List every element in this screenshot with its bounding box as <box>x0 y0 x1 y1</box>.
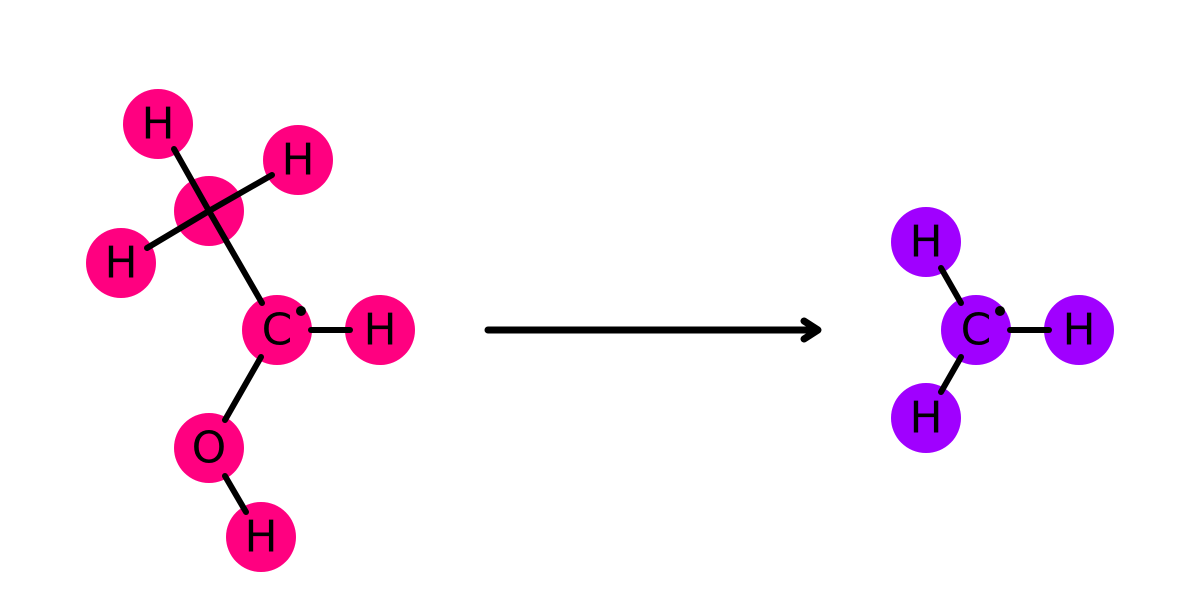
reactant-atom-h-c <box>345 295 415 365</box>
reactant-bond-cmethyl-htop <box>171 146 212 214</box>
reactant-atom-h-right <box>263 125 333 195</box>
reactant-atom-h-o <box>226 502 296 572</box>
reactant-label-h-o: H <box>244 512 277 563</box>
reactant-label-c-radical: C <box>262 305 293 356</box>
product-bond-c-hbottom <box>938 354 964 395</box>
reaction-arrow <box>484 317 822 343</box>
product-label-h-right: H <box>1062 305 1095 356</box>
product-radical-dot <box>995 306 1005 316</box>
reactant-bond-o-ho <box>222 473 249 515</box>
reactant-atom-c-radical <box>242 295 312 365</box>
product-atom-h-top <box>891 207 961 277</box>
product-atom-h-right <box>1044 295 1114 365</box>
reaction-arrow-head <box>800 317 822 343</box>
product-label-c: C <box>961 305 992 356</box>
reactant-atom-h-top <box>123 89 193 159</box>
product-atom-c <box>941 295 1011 365</box>
reactant-label-h-left: H <box>104 238 137 289</box>
reactant-bond-cmethyl-cradical <box>206 208 265 306</box>
product-label-h-bottom: H <box>909 393 942 444</box>
product-molecule: H C H H <box>891 207 1114 453</box>
reactant-label-h-right: H <box>281 135 314 186</box>
product-label-h-top: H <box>909 217 942 268</box>
reactant-molecule: H H H C H O H <box>86 89 415 572</box>
product-bond-c-htop <box>938 265 964 306</box>
reactant-atom-h-left <box>86 228 156 298</box>
reactant-label-o: O <box>192 423 227 474</box>
reactant-radical-dot <box>296 306 306 316</box>
product-atom-h-bottom <box>891 383 961 453</box>
reactant-bond-cradical-o <box>222 354 264 423</box>
reactant-atom-o <box>174 413 244 483</box>
reactant-label-h-c: H <box>363 305 396 356</box>
reactant-bond-cmethyl-hleft <box>144 208 212 251</box>
reactant-label-h-top: H <box>141 99 174 150</box>
reactant-bond-cmethyl-hright <box>206 172 275 214</box>
